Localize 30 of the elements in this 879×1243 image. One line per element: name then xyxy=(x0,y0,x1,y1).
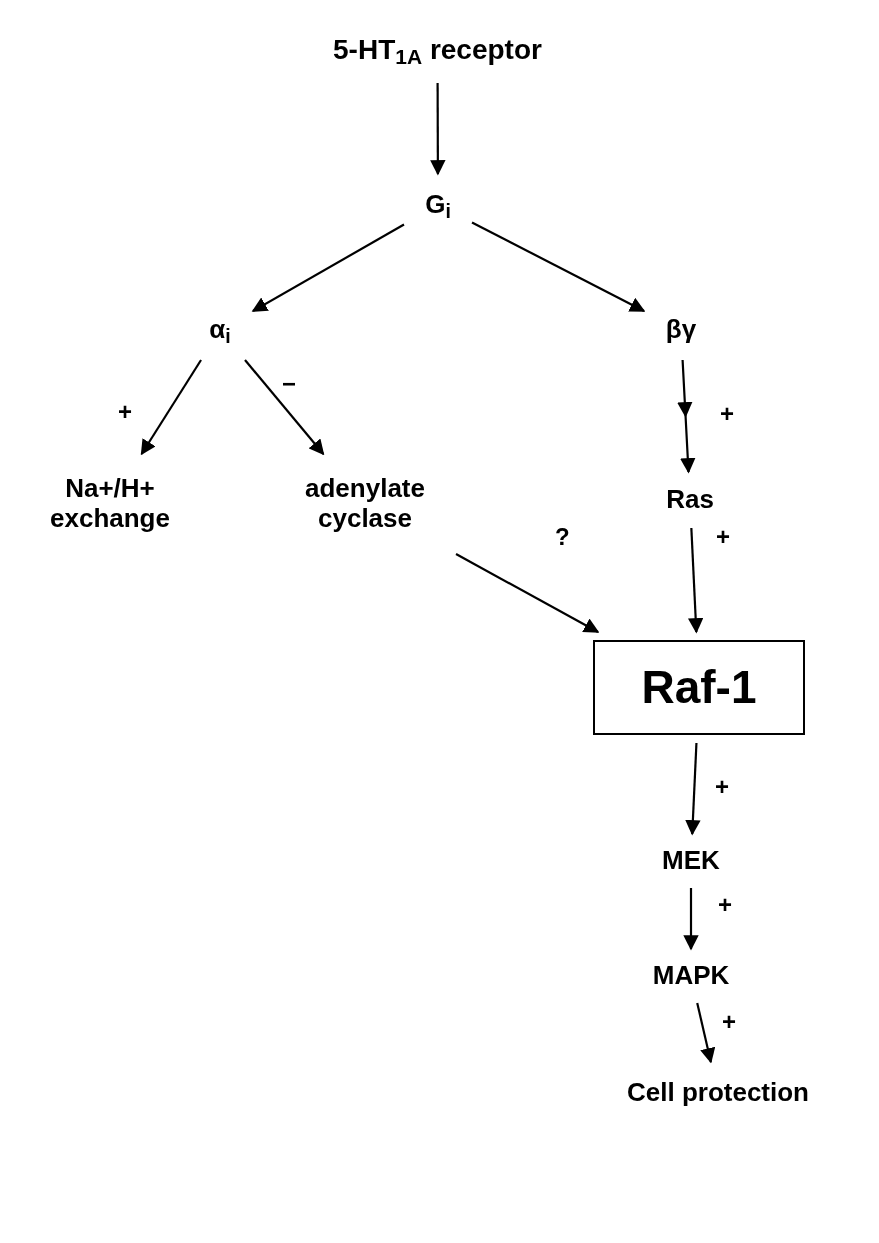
pathway-label: G$_{i}$ xyxy=(412,182,464,228)
arrow xyxy=(251,223,405,313)
pathway-label: adenylate cyclase xyxy=(262,462,468,546)
arrow xyxy=(244,359,325,456)
pathway-label: MEK xyxy=(645,842,737,880)
edge-label: + xyxy=(118,400,132,424)
pathway-label: 5-HT$_{1A}$ receptor xyxy=(300,25,575,75)
pathway-label: βγ xyxy=(652,308,710,352)
arrow xyxy=(683,888,699,951)
arrow xyxy=(677,359,696,474)
pathway-label: Na+/H+ exchange xyxy=(15,462,205,546)
pathway-label: α$_{i}$ xyxy=(195,308,245,352)
pathway-label: MAPK xyxy=(632,957,750,995)
arrow xyxy=(471,221,646,312)
edge-label: + xyxy=(722,1010,736,1034)
arrow xyxy=(696,1002,716,1064)
edge-label: + xyxy=(715,775,729,799)
edge-label: + xyxy=(716,525,730,549)
edge-label: − xyxy=(282,372,296,396)
arrow xyxy=(430,83,446,176)
edge-label: + xyxy=(718,893,732,917)
arrow xyxy=(455,553,600,633)
arrow xyxy=(140,359,202,456)
protein-box: Raf-1 xyxy=(593,640,805,735)
arrow xyxy=(685,742,701,836)
pathway-label: Ras xyxy=(652,480,728,520)
pathway-label: Cell protection xyxy=(582,1070,854,1116)
edge-label: + xyxy=(720,402,734,426)
edge-label: ? xyxy=(555,525,570,549)
arrow xyxy=(688,527,704,634)
